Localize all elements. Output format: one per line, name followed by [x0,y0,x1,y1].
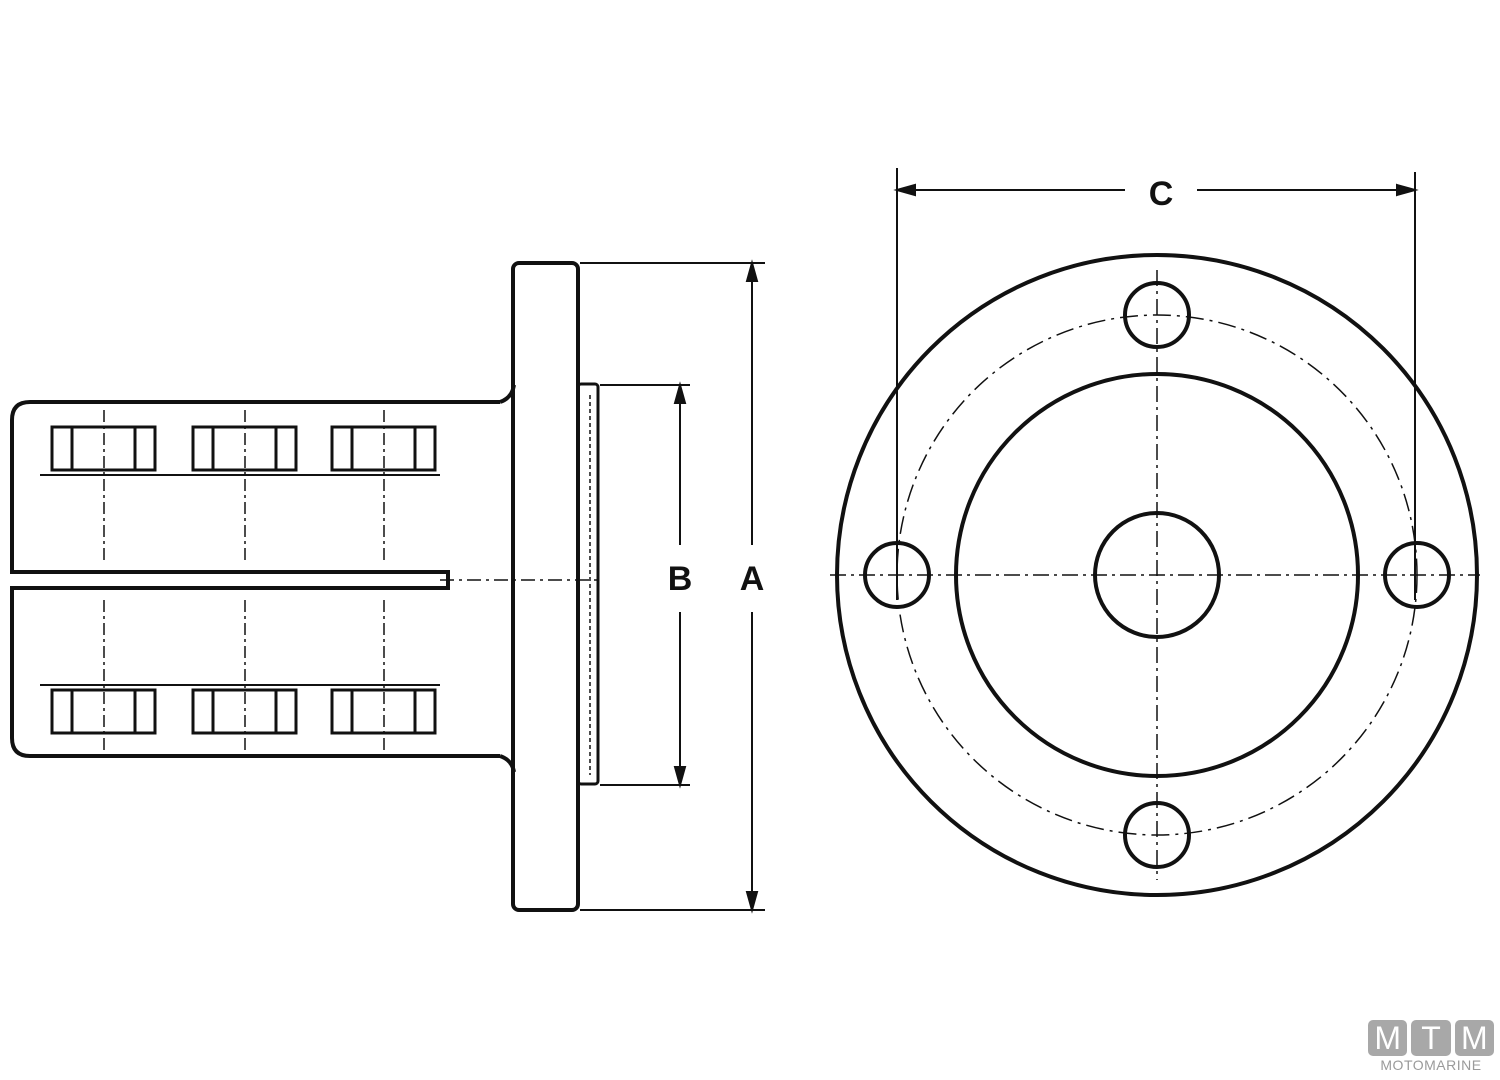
logo-letter: M [1454,1020,1494,1056]
dimension-b-label: B [668,560,693,598]
dimension-c [893,168,1419,600]
dimension-c-label: C [1149,175,1174,213]
logo-name: MOTOMARINE [1380,1057,1482,1073]
clamp-body-upper [10,400,500,758]
logo-letter: T [1411,1020,1451,1056]
nuts-top [50,425,437,472]
front-view [830,168,1480,897]
dimension-a-label: A [740,560,765,598]
side-view [10,259,765,914]
flange [511,261,580,912]
nuts-bottom [50,688,437,735]
logo-letter: M [1368,1020,1408,1056]
dimension-lines [580,259,765,914]
spigot [576,382,600,786]
motomarine-logo: M T M MOTOMARINE [1368,1020,1494,1073]
